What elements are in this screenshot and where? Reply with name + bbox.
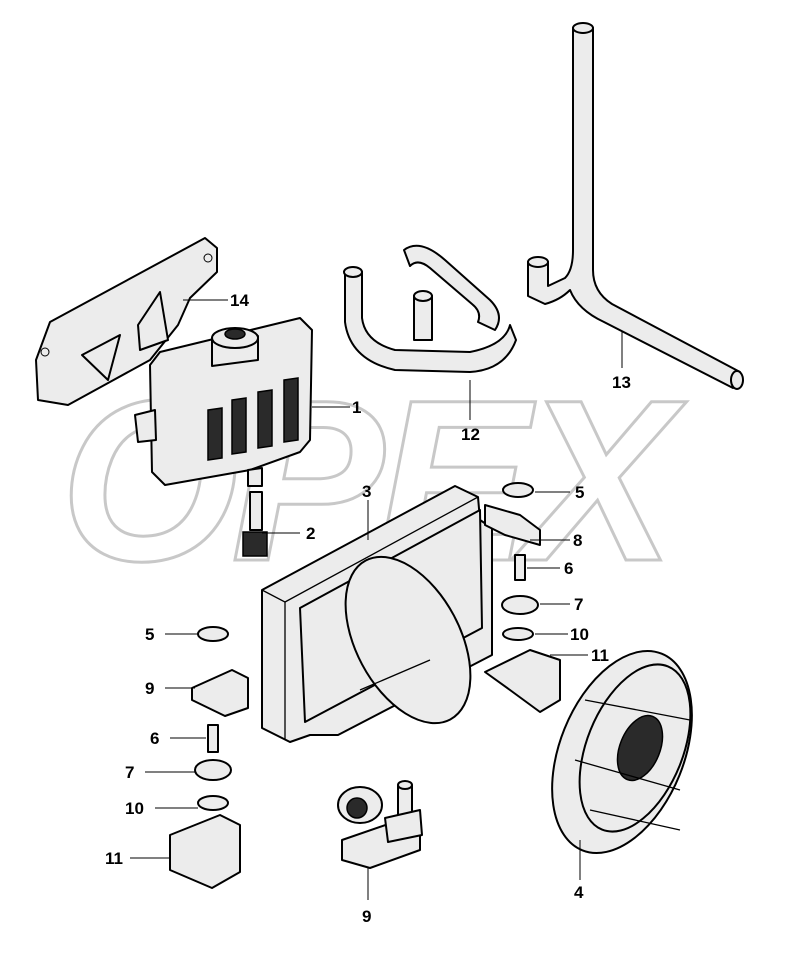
callout-13: 13 xyxy=(612,373,631,392)
bracket-14 xyxy=(35,237,218,406)
water-pump-9 xyxy=(337,780,423,869)
bracket-11-left xyxy=(169,814,241,889)
callout-1: 1 xyxy=(352,398,361,417)
leader-lines xyxy=(130,299,623,900)
bushing-5-left xyxy=(197,626,229,642)
bracket-8-left xyxy=(191,669,249,717)
callout-7-right: 7 xyxy=(574,595,583,614)
callout-5-left: 5 xyxy=(145,625,154,644)
mount-parts-right xyxy=(484,482,561,713)
callout-labels: 14 1 2 3 12 13 5 8 6 7 10 11 5 9 6 7 10 … xyxy=(105,291,631,926)
fan-shroud-4 xyxy=(551,650,693,854)
washer-10-right xyxy=(502,627,534,641)
mount-parts-left xyxy=(169,626,249,889)
callout-12: 12 xyxy=(461,425,480,444)
bushing-5-right xyxy=(502,482,534,498)
callout-4: 4 xyxy=(574,883,584,902)
pipe-13 xyxy=(527,22,744,390)
callout-5-right: 5 xyxy=(575,483,584,502)
bracket-8-right xyxy=(484,504,541,546)
callout-14: 14 xyxy=(230,291,249,310)
callout-8-left: 9 xyxy=(145,679,154,698)
cushion-7-left xyxy=(194,759,232,781)
callout-11-right: 11 xyxy=(591,646,609,665)
callout-10-right: 10 xyxy=(570,625,589,644)
expansion-tank-1 xyxy=(134,317,313,487)
fitting-2 xyxy=(242,491,268,557)
callout-11-left: 11 xyxy=(105,849,123,868)
sleeve-6-right xyxy=(514,554,526,581)
callout-6-right: 6 xyxy=(564,559,573,578)
callout-7-left: 7 xyxy=(125,763,134,782)
callout-2: 2 xyxy=(306,524,315,543)
callout-3: 3 xyxy=(362,482,371,501)
callout-8-right: 8 xyxy=(573,531,582,550)
radiator-3 xyxy=(261,485,493,743)
sleeve-6-left xyxy=(207,724,219,753)
pipe-12 xyxy=(343,244,517,373)
callout-9: 9 xyxy=(362,907,371,926)
cushion-7-right xyxy=(501,595,539,615)
bracket-11-right xyxy=(484,649,561,713)
callout-10-left: 10 xyxy=(125,799,144,818)
washer-10-left xyxy=(197,795,229,811)
callout-6-left: 6 xyxy=(150,729,159,748)
